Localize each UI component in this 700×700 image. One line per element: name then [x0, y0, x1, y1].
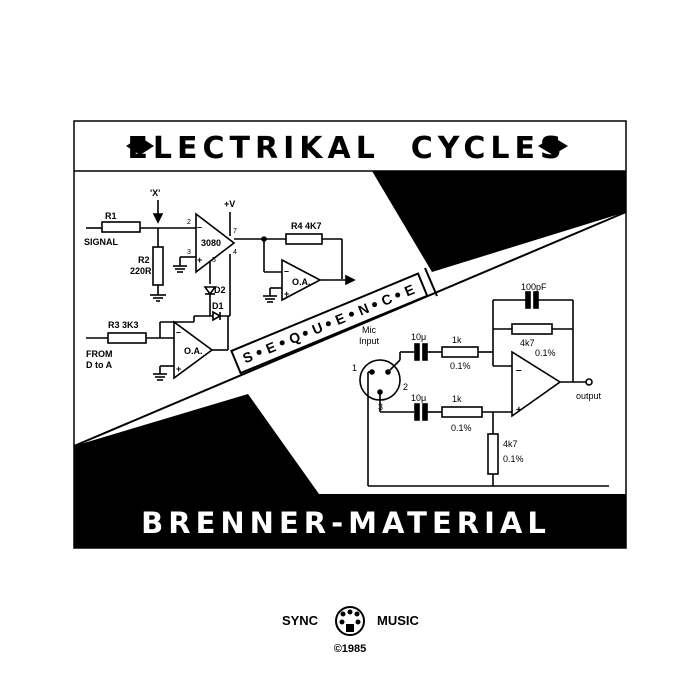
label-from: FROM	[86, 349, 113, 359]
label-pin3: 3	[187, 249, 191, 256]
label-100pf: 100pF	[521, 282, 547, 292]
label-d2: D2	[214, 285, 226, 295]
svg-text:+: +	[516, 405, 522, 416]
label-oa-bottom: O.A.	[184, 346, 203, 356]
left-schematic	[86, 200, 356, 381]
bottom-left-wedge	[74, 394, 319, 494]
label-cap1: 10μ	[411, 332, 426, 342]
label-music: MUSIC	[377, 613, 420, 628]
sequence-dot	[372, 302, 378, 308]
label-x: 'X'	[150, 188, 160, 198]
label-res1-tol: 0.1%	[450, 361, 471, 371]
svg-text:–: –	[284, 266, 289, 276]
svg-text:+: +	[197, 255, 202, 265]
top-right-wedge	[372, 171, 626, 272]
label-input: Input	[359, 336, 380, 346]
label-fb-res: 4k7	[520, 338, 535, 348]
diagonal-rule	[73, 211, 627, 447]
label-signal: SIGNAL	[84, 237, 119, 247]
label-vplus: +V	[224, 199, 235, 209]
label-cap2: 10μ	[411, 393, 426, 403]
sync-music-logo-icon	[335, 606, 365, 636]
label-res2-tol: 0.1%	[451, 423, 472, 433]
sequence-dot	[256, 349, 262, 355]
label-r1: R1	[105, 211, 117, 221]
label-r2-value: 220R	[130, 266, 152, 276]
label-mic: Mic	[362, 325, 376, 335]
label-r4: R4 4K7	[291, 221, 322, 231]
label-gnd-res: 4k7	[503, 439, 518, 449]
label-pin7: 7	[233, 228, 237, 235]
label-res1: 1k	[452, 335, 462, 345]
right-schematic-labels: 100pF Mic Input 10μ 1k 0.1% 4k7 0.1% 1 2…	[352, 282, 602, 464]
sequence-dot	[302, 330, 308, 336]
artist-band	[74, 494, 626, 548]
right-schematic	[359, 291, 609, 487]
label-d1: D1	[212, 301, 224, 311]
sequence-band-tick	[424, 267, 438, 297]
svg-text:–: –	[176, 327, 181, 337]
sequence-dot	[348, 311, 354, 317]
label-pin3: 3	[378, 402, 383, 412]
svg-text:–: –	[516, 365, 522, 376]
label-pin2: 2	[187, 219, 191, 226]
label-res2: 1k	[452, 394, 462, 404]
label-d-to-a: D to A	[86, 360, 113, 370]
label-pin1: 1	[352, 363, 357, 373]
artist-name: BRENNER-MATERIAL	[141, 506, 551, 540]
title-diamond-right-icon	[538, 137, 568, 155]
label-fb-tol: 0.1%	[535, 348, 556, 358]
label-pin4: 4	[233, 249, 237, 256]
label-r3: R3 3K3	[108, 320, 139, 330]
label-pin5: 5	[212, 257, 216, 264]
left-schematic-labels: R1 SIGNAL 'X' R2 220R 2 3 5 4 7 +V 3080 …	[84, 188, 322, 374]
sequence-dot	[325, 321, 331, 327]
album-title: ELECTRIKAL CYCLES	[127, 131, 566, 166]
label-r2: R2	[138, 255, 150, 265]
record-label: SYNC MUSIC ©1985	[282, 606, 420, 655]
label-oa-top: O.A.	[292, 277, 311, 287]
sequence-dot	[279, 340, 285, 346]
label-copyright: ©1985	[334, 643, 367, 655]
label-pin2: 2	[403, 382, 408, 392]
sequence-dot	[395, 292, 401, 298]
svg-text:+: +	[176, 364, 181, 374]
title-diamond-left-icon	[126, 137, 154, 155]
label-sync: SYNC	[282, 613, 319, 628]
label-gnd-tol: 0.1%	[503, 454, 524, 464]
svg-text:+: +	[284, 289, 289, 299]
label-3080: 3080	[201, 238, 221, 248]
label-output: output	[576, 391, 602, 401]
svg-text:–: –	[197, 222, 202, 232]
